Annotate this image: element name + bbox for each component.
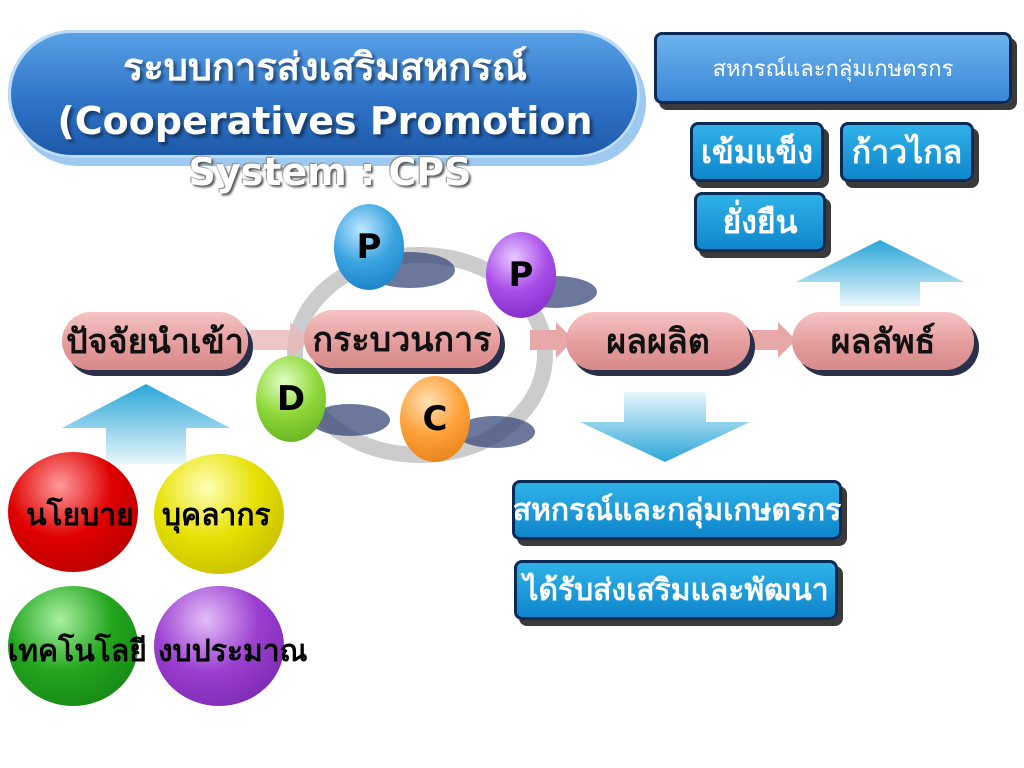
title-banner — [8, 30, 640, 158]
policy-ball — [8, 452, 138, 572]
goal-header-box: สหกรณ์และกลุ่มเกษตรกร — [654, 32, 1012, 104]
down-arrow-icon — [580, 392, 750, 462]
title-line-2: (Cooperatives Promotion — [57, 99, 593, 143]
budget-ball — [154, 586, 284, 706]
policy-label: นโยบาย — [26, 498, 134, 533]
title-line-3: System : CPS — [188, 150, 472, 194]
input-pill: ปัจจัยนำเข้า — [62, 312, 248, 370]
flow-arrow-icon — [250, 322, 310, 362]
goal-tag-progressive: ก้าวไกล — [840, 122, 974, 182]
title-line-1: ระบบการส่งเสริมสหกรณ์ — [122, 45, 528, 89]
process-pill: กระบวนการ — [304, 310, 500, 368]
pdca-check-ball: C — [400, 376, 470, 462]
outcome-pill: ผลลัพธ์ — [792, 312, 974, 370]
goal-tag-sustainable: ยั่งยืน — [694, 192, 826, 252]
personnel-label: บุคลากร — [162, 498, 271, 533]
flow-arrow-icon — [530, 322, 574, 362]
output-box-line2: ได้รับส่งเสริมและพัฒนา — [514, 560, 838, 620]
flow-arrow-icon — [752, 322, 796, 362]
personnel-ball — [154, 454, 284, 574]
output-pill: ผลผลิต — [566, 312, 750, 370]
technology-ball — [8, 586, 138, 706]
up-arrow-icon — [796, 240, 964, 306]
pdca-plan-ball-2: P — [486, 232, 556, 318]
pdca-do-ball: D — [256, 356, 326, 442]
goal-tag-strong: เข้มแข็ง — [690, 122, 824, 182]
output-box-line1: สหกรณ์และกลุ่มเกษตรกร — [512, 480, 842, 540]
pdca-plan-ball: P — [334, 204, 404, 290]
technology-label: เทคโนโลยี — [8, 634, 147, 669]
page-title: ระบบการส่งเสริมสหกรณ์ (Cooperatives Prom… — [30, 40, 620, 148]
budget-label: งบประมาณ — [158, 634, 308, 669]
up-arrow-icon — [62, 384, 230, 464]
